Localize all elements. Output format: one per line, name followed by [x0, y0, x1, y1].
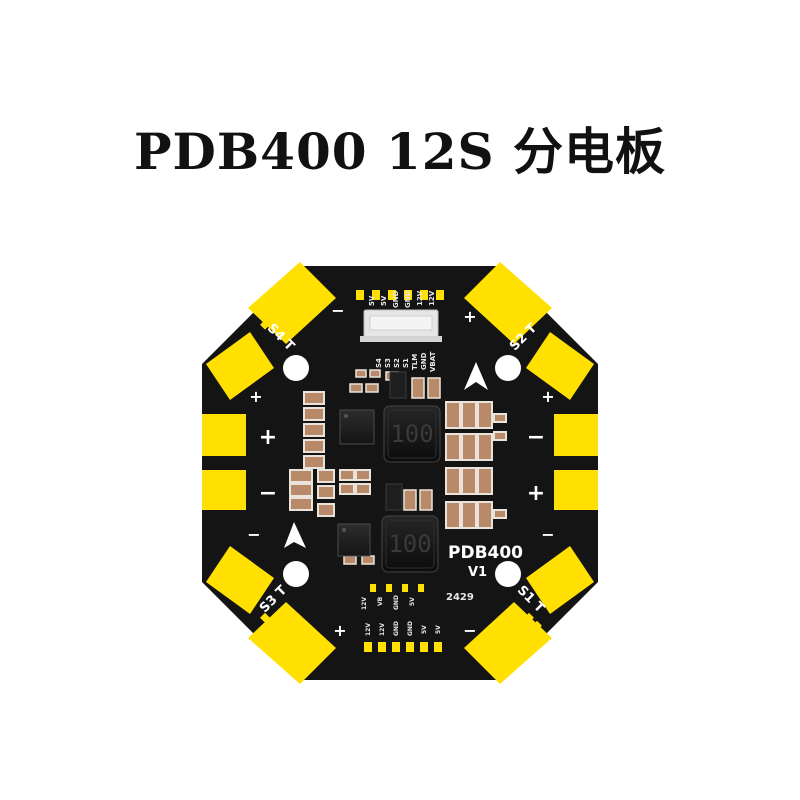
capacitors-left: [289, 391, 371, 517]
bottom-pads-lower: [364, 642, 442, 652]
inductor-bottom: 100: [381, 515, 439, 573]
pad-bottom-right: [464, 602, 552, 684]
svg-text:GND: GND: [393, 595, 400, 610]
pad-right-minus: [554, 414, 598, 456]
pad-left-minus: [202, 470, 246, 510]
svg-text:S4: S4: [375, 358, 383, 368]
svg-text:5V: 5V: [409, 597, 416, 606]
svg-text:S2: S2: [393, 358, 401, 368]
pad-left-plus: [202, 414, 246, 456]
bottom-upper-labels: 12V VB GND 5V: [361, 595, 416, 610]
direction-arrow-top: [464, 362, 488, 390]
svg-text:TLM: TLM: [411, 354, 419, 370]
capacitors-right: [445, 401, 507, 529]
pad-left-upper: [206, 332, 274, 400]
svg-text:−: −: [527, 425, 545, 450]
svg-text:5V: 5V: [421, 625, 428, 634]
svg-text:12V: 12V: [361, 597, 368, 610]
pad-bottom-left: [248, 602, 336, 684]
svg-text:100: 100: [390, 420, 433, 448]
svg-text:−: −: [259, 481, 277, 506]
mounting-holes: [283, 355, 521, 587]
svg-text:GND: GND: [393, 621, 400, 636]
pad-right-lower: [526, 546, 594, 614]
svg-text:+: +: [249, 387, 262, 406]
pad-left-lower: [206, 546, 274, 614]
svg-text:+: +: [333, 621, 346, 640]
svg-text:12V: 12V: [365, 623, 372, 636]
svg-text:5V: 5V: [380, 295, 388, 306]
bottom-lower-labels: 12V 12V GND GND 5V 5V: [365, 621, 442, 636]
svg-text:GND: GND: [404, 290, 412, 308]
svg-text:GND: GND: [407, 621, 414, 636]
version-label: V1: [468, 565, 487, 580]
svg-text:GND: GND: [392, 290, 400, 308]
svg-text:+: +: [259, 425, 277, 450]
svg-text:S1: S1: [402, 358, 410, 368]
mount-hole-tl: [283, 355, 309, 381]
bottom-pads-upper: [370, 584, 424, 592]
sot-transistors: [385, 371, 407, 511]
svg-text:5V: 5V: [435, 625, 442, 634]
page-title: PDB400 12S 分电板: [133, 122, 667, 181]
svg-text:S3: S3: [384, 358, 392, 368]
svg-text:12V: 12V: [379, 623, 386, 636]
inductor-top: 100: [383, 405, 441, 463]
pad-right-plus: [554, 470, 598, 510]
model-label: PDB400: [448, 543, 523, 563]
svg-text:+: +: [527, 481, 545, 506]
polarity-marks: + − − + + + − − − + + −: [247, 301, 554, 640]
svg-text:−: −: [247, 525, 260, 544]
svg-text:VB: VB: [377, 596, 384, 606]
svg-text:−: −: [331, 301, 344, 320]
svg-text:12V: 12V: [428, 290, 436, 306]
side-pads: [202, 414, 598, 510]
mount-hole-br: [495, 561, 521, 587]
mount-hole-bl: [283, 561, 309, 587]
direction-arrow-left: [284, 522, 306, 548]
svg-text:−: −: [541, 525, 554, 544]
regulator-chip-top: [339, 409, 375, 445]
svg-text:12V: 12V: [416, 290, 424, 306]
svg-text:+: +: [541, 387, 554, 406]
jst-connector: [360, 309, 442, 342]
top-signal-labels: S4 S3 S2 S1 TLM GND VBAT: [375, 351, 437, 372]
svg-text:100: 100: [388, 530, 431, 558]
capacitors-middle: [343, 489, 433, 565]
svg-text:+: +: [463, 307, 476, 326]
svg-text:−: −: [463, 621, 476, 640]
top-header-pads: [356, 290, 444, 300]
pad-right-upper: [526, 332, 594, 400]
pad-top-left: [248, 262, 336, 344]
svg-text:5V: 5V: [368, 295, 376, 306]
date-code: 2429: [446, 592, 474, 603]
svg-text:GND: GND: [420, 352, 428, 370]
svg-text:VBAT: VBAT: [429, 351, 437, 372]
regulator-chip-bottom: [337, 523, 371, 557]
top-connector-pin-labels: 5V 5V GND GND 12V 12V: [368, 290, 436, 308]
mount-hole-tr: [495, 355, 521, 381]
